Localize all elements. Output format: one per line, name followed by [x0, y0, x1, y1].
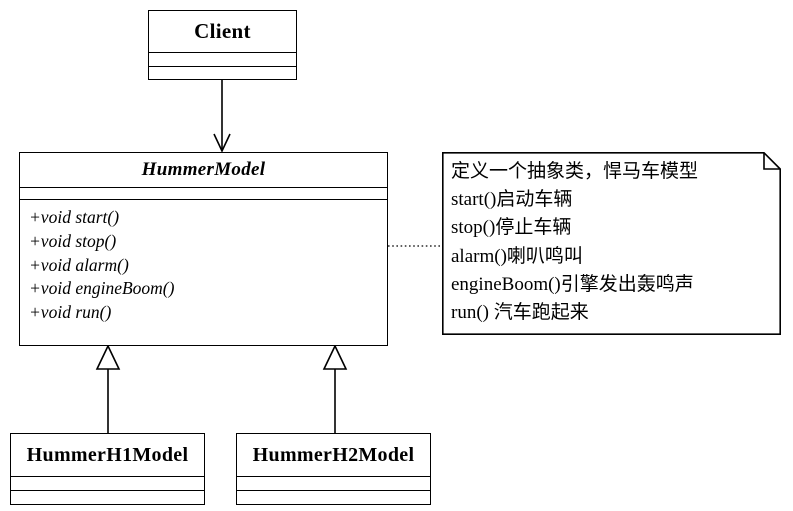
class-box-client[interactable]: Client: [148, 10, 297, 80]
note-text: 定义一个抽象类，悍马车模型 start()启动车辆 stop()停止车辆 ala…: [442, 152, 781, 335]
class-box-hummermodel[interactable]: HummerModel +void start() +void stop() +…: [19, 152, 388, 346]
method-engineboom: +void engineBoom(): [29, 278, 175, 299]
note-line-5: engineBoom()引擎发出轰鸣声: [451, 273, 694, 295]
note-line-6: run() 汽车跑起来: [451, 302, 589, 324]
note-line-3: stop()停止车辆: [451, 217, 572, 239]
connector-client-to-hummermodel: [213, 80, 231, 153]
method-alarm: +void alarm(): [29, 254, 129, 275]
note-line-4: alarm()喇叭鸣叫: [451, 245, 583, 267]
connector-h1-generalization: [95, 344, 121, 433]
note-line-1: 定义一个抽象类，悍马车模型: [451, 161, 699, 182]
note-box[interactable]: 定义一个抽象类，悍马车模型 start()启动车辆 stop()停止车辆 ala…: [442, 152, 781, 335]
note-shape: [442, 152, 781, 335]
class-name-hummerh1model: HummerH1Model: [11, 434, 204, 477]
class-name-client: Client: [149, 11, 296, 53]
method-run: +void run(): [29, 302, 112, 323]
connector-h2-generalization: [322, 344, 348, 433]
class-name-hummerh2model: HummerH2Model: [237, 434, 430, 477]
class-methods-client: [149, 67, 296, 79]
class-methods-hummermodel: +void start() +void stop() +void alarm()…: [20, 200, 387, 345]
class-attributes-hummerh1model: [11, 477, 204, 491]
class-box-hummerh1model[interactable]: HummerH1Model: [10, 433, 205, 505]
method-stop: +void stop(): [29, 230, 117, 251]
method-start: +void start(): [29, 207, 120, 227]
note-line-2: start()启动车辆: [451, 189, 573, 211]
class-methods-hummerh2model: [237, 491, 430, 504]
class-box-hummerh2model[interactable]: HummerH2Model: [236, 433, 431, 505]
class-attributes-client: [149, 53, 296, 67]
class-name-hummermodel: HummerModel: [20, 153, 387, 188]
class-attributes-hummerh2model: [237, 477, 430, 491]
class-attributes-hummermodel: [20, 188, 387, 200]
class-methods-hummerh1model: [11, 491, 204, 504]
